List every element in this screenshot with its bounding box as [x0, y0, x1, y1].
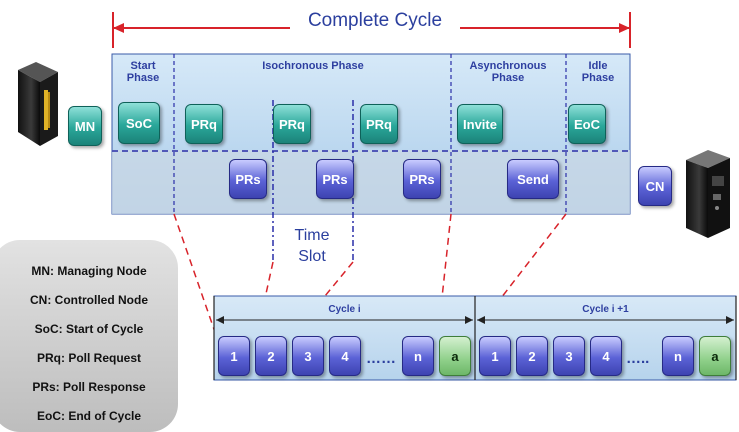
legend-item-soc: SoC: Start of Cycle	[34, 322, 144, 336]
start-phase-label: Start Phase	[126, 60, 160, 84]
cn-node: CN	[638, 166, 672, 206]
eoc-frame: EoC	[568, 104, 606, 144]
complete-cycle-title: Complete Cycle	[290, 10, 460, 32]
legend-item-eoc: EoC: End of Cycle	[36, 409, 141, 423]
prq-frame-3: PRq	[360, 104, 398, 144]
cycle-i-slot-4: 4	[329, 336, 361, 376]
cycle-i-label: Cycle i	[328, 304, 361, 315]
cycle-i-slot-2: 2	[255, 336, 287, 376]
invite-frame: Invite	[457, 104, 503, 144]
prs-frame-1: PRs	[229, 159, 267, 199]
isochronous-phase-label: Isochronous Phase	[262, 60, 364, 72]
cycle-i-slot-3: 3	[292, 336, 324, 376]
idle-phase-label: Idle Phase	[581, 60, 615, 84]
send-frame: Send	[507, 159, 559, 199]
cycle-i1-slot-n: n	[662, 336, 694, 376]
prq-frame-1: PRq	[185, 104, 223, 144]
legend-item-prs: PRs: Poll Response	[32, 380, 146, 394]
prq-frame-2: PRq	[273, 104, 311, 144]
legend-box: MN: Managing Node CN: Controlled Node So…	[0, 240, 178, 432]
cycle-i1-ellipsis: …..	[626, 350, 650, 367]
soc-frame: SoC	[118, 102, 160, 144]
cycle-i-slot-n: n	[402, 336, 434, 376]
cycle-i1-slot-2: 2	[516, 336, 548, 376]
prs-frame-3: PRs	[403, 159, 441, 199]
mn-node: MN	[68, 106, 102, 146]
prs-frame-2: PRs	[316, 159, 354, 199]
asynchronous-phase-label: Asynchronous Phase	[469, 60, 547, 84]
complete-cycle-left-arrow	[113, 23, 124, 33]
cn-device-icon	[686, 150, 730, 238]
legend-item-cn: CN: Controlled Node	[30, 293, 148, 307]
cycle-i1-slot-4: 4	[590, 336, 622, 376]
cycle-i-slot-a: a	[439, 336, 471, 376]
cycle-i1-slot-1: 1	[479, 336, 511, 376]
cycle-i1-label: Cycle i +1	[582, 304, 629, 315]
cycle-i-ellipsis: ……	[366, 350, 396, 367]
mn-device-icon	[18, 62, 58, 146]
cycle-i1-slot-3: 3	[553, 336, 585, 376]
legend-item-mn: MN: Managing Node	[31, 264, 147, 278]
cycle-i1-slot-a: a	[699, 336, 731, 376]
complete-cycle-right-arrow	[619, 23, 630, 33]
legend-item-prq: PRq: Poll Request	[36, 351, 141, 365]
cycle-i-slot-1: 1	[218, 336, 250, 376]
time-slot-label: Time Slot	[286, 225, 338, 267]
